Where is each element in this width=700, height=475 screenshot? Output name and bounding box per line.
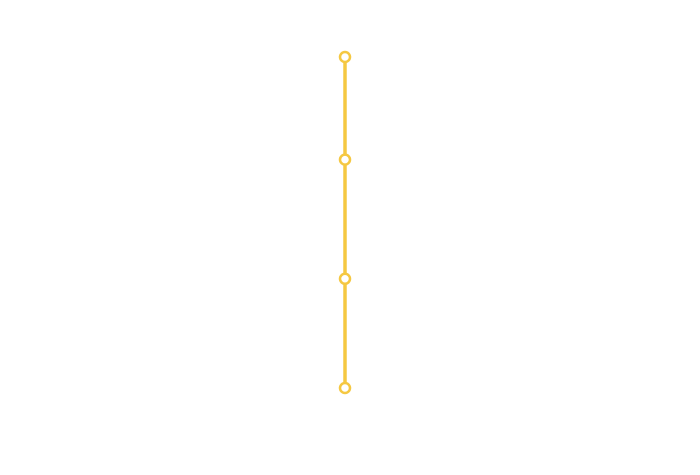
data-point-3[interactable] — [338, 272, 352, 286]
data-point-2[interactable] — [338, 153, 352, 166]
series-layer — [338, 50, 352, 395]
data-point-4[interactable] — [338, 381, 352, 395]
data-point-1[interactable] — [338, 50, 352, 64]
